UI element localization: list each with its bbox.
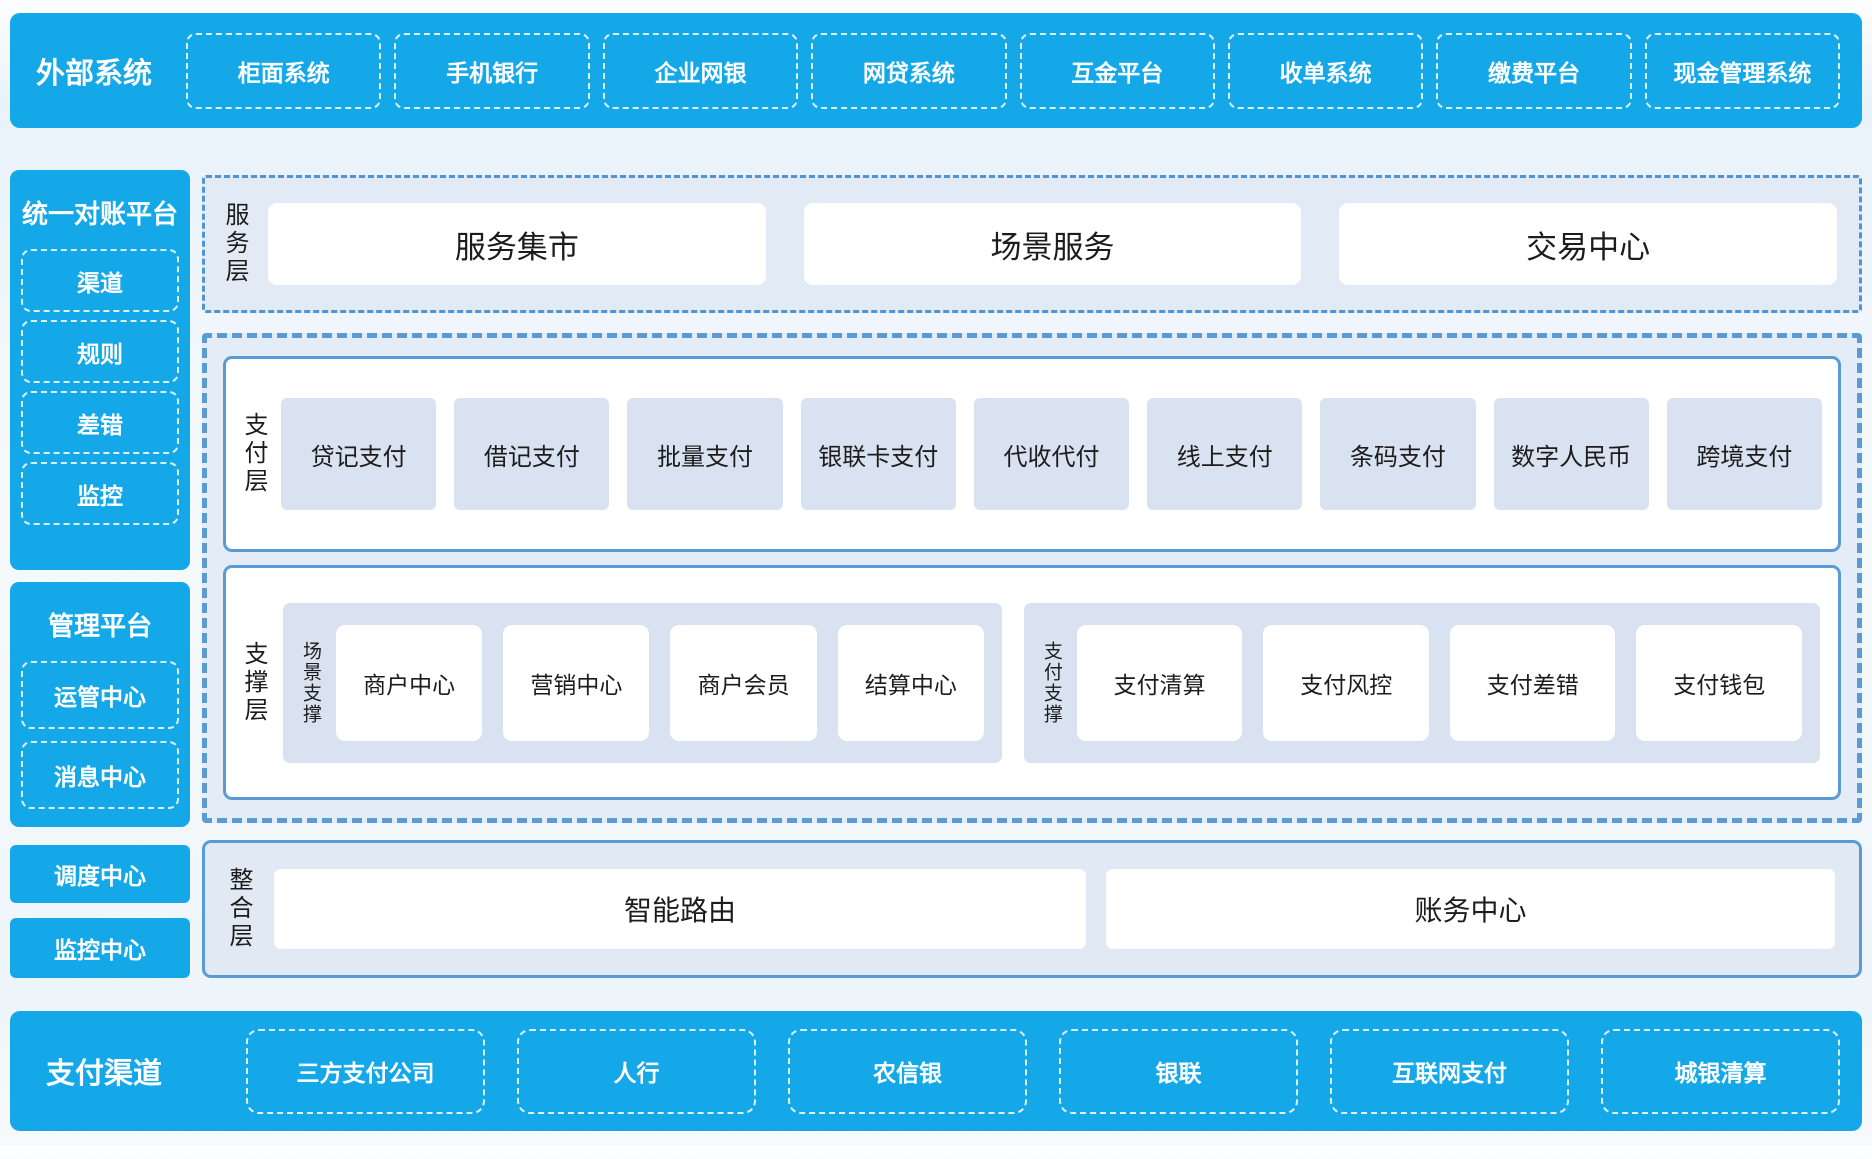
management-platform-title: 管理平台	[47, 611, 152, 641]
scene-support-item: 商户中心	[336, 624, 483, 741]
pay-support-item: 支付钱包	[1636, 624, 1802, 741]
management-item: 消息中心	[21, 741, 179, 809]
payment-layer-label: 支付层	[240, 412, 267, 496]
payment-item: 批量支付	[627, 398, 783, 510]
recon-item: 渠道	[21, 249, 179, 312]
external-system-item: 柜面系统	[186, 32, 382, 109]
recon-platform-title: 统一对账平台	[21, 199, 178, 229]
scene-support-item: 商户会员	[670, 624, 817, 741]
integration-layer-box: 整合层 智能路由 账务中心	[202, 840, 1862, 978]
payment-channel-item: 银联	[1059, 1028, 1298, 1114]
scene-support-item: 结算中心	[837, 624, 984, 741]
payment-item: 跨境支付	[1666, 398, 1822, 510]
service-box: 服务集市	[268, 203, 766, 285]
payment-layer-box: 支付层 贷记支付 借记支付 批量支付 银联卡支付 代收代付 线上支付 条码支付 …	[223, 356, 1841, 552]
external-systems-items: 柜面系统 手机银行 企业网银 网贷系统 互金平台 收单系统 缴费平台 现金管理系…	[186, 32, 1840, 109]
external-system-item: 互金平台	[1019, 32, 1215, 109]
service-box: 场景服务	[803, 203, 1302, 285]
integration-box: 账务中心	[1105, 869, 1835, 949]
payment-architecture-diagram: 外部系统 柜面系统 手机银行 企业网银 网贷系统 互金平台 收单系统 缴费平台 …	[0, 13, 1872, 1159]
monitor-center-box: 监控中心	[10, 918, 190, 978]
service-layer-panel: 服务层 服务集市 场景服务 交易中心	[202, 175, 1862, 313]
recon-item: 规则	[21, 320, 179, 383]
scene-support-items: 商户中心 营销中心 商户会员 结算中心	[336, 624, 984, 741]
pay-support-label: 支付支撑	[1040, 640, 1062, 725]
payment-item: 贷记支付	[281, 398, 437, 510]
integration-boxes: 智能路由 账务中心	[274, 869, 1835, 949]
payment-item: 银联卡支付	[800, 398, 956, 510]
recon-item: 差错	[21, 391, 179, 454]
payment-channels-title: 支付渠道	[46, 1058, 163, 1090]
service-box: 交易中心	[1339, 203, 1838, 285]
payment-channel-item: 三方支付公司	[246, 1028, 485, 1114]
payment-items: 贷记支付 借记支付 批量支付 银联卡支付 代收代付 线上支付 条码支付 数字人民…	[281, 398, 1822, 510]
pay-support-item: 支付清算	[1076, 624, 1243, 741]
service-layer-label: 服务层	[221, 202, 248, 286]
payment-channels-bar: 支付渠道 三方支付公司 人行 农信银 银联 互联网支付 城银清算	[10, 1011, 1862, 1131]
pay-support-item: 支付风控	[1263, 624, 1429, 741]
support-panels: 场景支撑 商户中心 营销中心 商户会员 结算中心 支付支撑 支付清算	[283, 602, 1820, 763]
payment-item: 条码支付	[1320, 398, 1476, 510]
layers-column: 服务层 服务集市 场景服务 交易中心 支付层 贷记支付 借记支付 批量支付 银联…	[202, 128, 1862, 978]
pay-support-items: 支付清算 支付风控 支付差错 支付钱包	[1076, 624, 1802, 741]
payment-channel-item: 农信银	[788, 1028, 1027, 1114]
payment-support-wrap: 支付层 贷记支付 借记支付 批量支付 银联卡支付 代收代付 线上支付 条码支付 …	[202, 333, 1862, 823]
payment-channel-item: 互联网支付	[1330, 1028, 1569, 1114]
pay-support-item: 支付差错	[1449, 624, 1616, 741]
external-system-item: 收单系统	[1227, 32, 1424, 109]
left-sidebar: 统一对账平台 渠道 规则 差错 监控 管理平台 运管中心 消息中心 调度中心 监…	[10, 128, 190, 978]
payment-item: 线上支付	[1147, 398, 1303, 510]
integration-box: 智能路由	[274, 869, 1086, 949]
external-systems-title: 外部系统	[36, 57, 153, 90]
external-system-item: 企业网银	[602, 32, 799, 109]
external-systems-bar: 外部系统 柜面系统 手机银行 企业网银 网贷系统 互金平台 收单系统 缴费平台 …	[10, 13, 1862, 128]
support-layer-box: 支撑层 场景支撑 商户中心 营销中心 商户会员 结算中心	[223, 565, 1841, 800]
scene-support-item: 营销中心	[503, 624, 650, 741]
support-layer-label: 支撑层	[240, 640, 267, 725]
management-item: 运管中心	[21, 661, 179, 729]
service-boxes: 服务集市 场景服务 交易中心	[268, 203, 1838, 285]
recon-platform-panel: 统一对账平台 渠道 规则 差错 监控	[10, 170, 190, 570]
diagram-body: 统一对账平台 渠道 规则 差错 监控 管理平台 运管中心 消息中心 调度中心 监…	[10, 128, 1862, 978]
external-system-item: 网贷系统	[811, 32, 1007, 109]
external-system-item: 现金管理系统	[1644, 32, 1840, 109]
payment-item: 代收代付	[973, 398, 1130, 510]
recon-item: 监控	[21, 462, 179, 525]
scene-support-label: 场景支撑	[300, 640, 321, 725]
external-system-item: 缴费平台	[1436, 32, 1632, 109]
payment-channel-items: 三方支付公司 人行 农信银 银联 互联网支付 城银清算	[246, 1028, 1840, 1114]
payment-item: 借记支付	[454, 398, 610, 510]
management-platform-panel: 管理平台 运管中心 消息中心	[10, 582, 190, 827]
payment-channel-item: 城银清算	[1601, 1028, 1840, 1114]
dispatch-center-box: 调度中心	[10, 845, 190, 903]
scene-support-panel: 场景支撑 商户中心 营销中心 商户会员 结算中心	[283, 602, 1002, 763]
payment-channel-item: 人行	[517, 1028, 756, 1114]
pay-support-panel: 支付支撑 支付清算 支付风控 支付差错 支付钱包	[1023, 602, 1820, 763]
integration-layer-label: 整合层	[225, 867, 252, 951]
external-system-item: 手机银行	[394, 32, 590, 109]
payment-item: 数字人民币	[1493, 398, 1649, 510]
